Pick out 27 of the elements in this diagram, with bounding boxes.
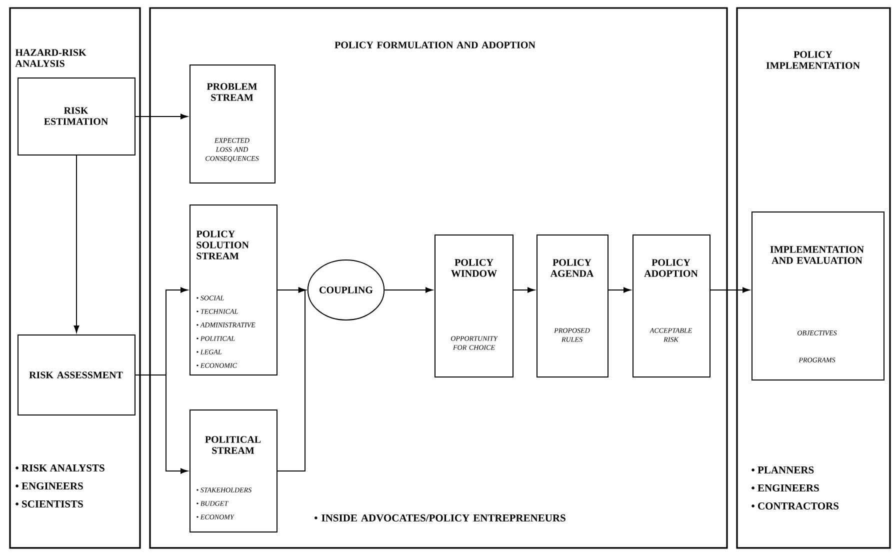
box-heading: RISK ASSESSMENT <box>29 372 123 378</box>
box-heading: PROBLEM STREAM <box>206 83 257 101</box>
box-heading: POLICY AGENDA <box>550 259 594 277</box>
bullet-item: • PLANNERS <box>752 466 814 474</box>
bullet-item: • RISK ANALYSTS <box>16 464 104 472</box>
bullet-item: • CONTRACTORS <box>752 502 839 510</box>
arrow <box>710 287 750 293</box>
box-heading: POLICY ADOPTION <box>644 259 698 277</box>
bullet-item: • INSIDE ADVOCATES/POLICY ENTREPRENEURS <box>314 514 566 522</box>
box-heading: POLICY IMPLEMENTATION <box>766 51 860 69</box>
box-heading: POLITICAL STREAM <box>205 436 261 454</box>
arrow <box>608 287 631 293</box>
box-heading: POLICY FORMULATION AND ADOPTION <box>334 42 536 48</box>
arrow <box>513 287 535 293</box>
box-heading: POLICY SOLUTION STREAM <box>196 230 249 260</box>
box-heading: POLICY WINDOW <box>451 259 497 277</box>
box-heading: HAZARD-RISK ANALYSIS <box>15 49 86 67</box>
bullet-item: • SCIENTISTS <box>16 500 83 508</box>
bullet-item: • ENGINEERS <box>752 484 819 492</box>
box-heading: RISK ESTIMATION <box>44 107 108 125</box>
bullet-item: • ENGINEERS <box>16 482 83 490</box>
arrow <box>135 114 188 120</box>
arrow <box>277 287 306 472</box>
arrow <box>74 154 80 333</box>
arrow <box>135 374 188 474</box>
box-heading: IMPLEMENTATION AND EVALUATION <box>770 246 864 264</box>
arrow <box>384 287 433 293</box>
